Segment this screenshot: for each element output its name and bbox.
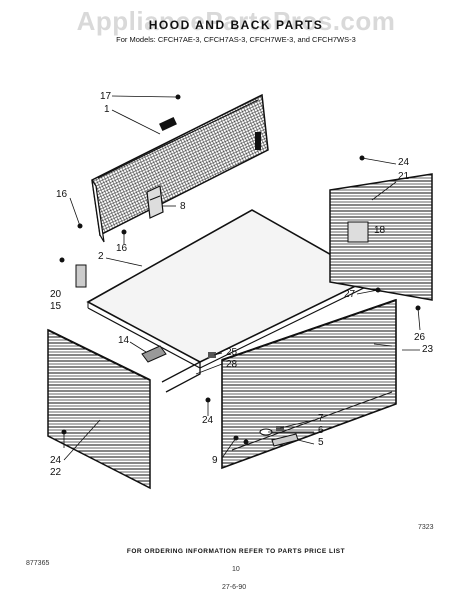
diagram-title: HOOD AND BACK PARTS	[148, 18, 324, 32]
callout-25: 25	[226, 347, 238, 358]
part-list-code: 877365	[26, 560, 50, 567]
callout-14: 14	[118, 335, 130, 346]
callout-18: 18	[374, 225, 386, 236]
callout-20: 20	[50, 289, 62, 300]
callout-28: 28	[226, 359, 238, 370]
callout-24-upper: 24	[398, 157, 410, 168]
bracket-8	[146, 185, 164, 219]
callout-23: 23	[422, 344, 434, 355]
callout-8: 8	[180, 201, 186, 212]
callout-7: 7	[318, 413, 324, 424]
callout-27: 27	[344, 289, 356, 300]
callout-21: 21	[398, 171, 410, 182]
page-number: 10	[232, 566, 240, 573]
leader-lines	[63, 95, 421, 461]
hood-mesh-panel	[91, 93, 269, 243]
part-25	[208, 352, 216, 358]
callout-26: 26	[414, 332, 426, 343]
left-side-louver	[47, 328, 151, 490]
callout-15: 15	[50, 301, 62, 312]
bracket-20	[75, 264, 87, 288]
callout-22: 22	[50, 467, 62, 478]
part-14	[141, 345, 167, 363]
watermark: AppliancePartsPros.com	[76, 6, 396, 36]
callout-2: 2	[98, 251, 104, 262]
models-line: For Models: CFCH7AE-3, CFCH7AS-3, CFCH7W…	[116, 35, 356, 44]
front-grille	[221, 298, 397, 470]
callout-16-lower: 16	[116, 243, 128, 254]
callout-24-right: 24	[202, 415, 214, 426]
ordering-note: FOR ORDERING INFORMATION REFER TO PARTS …	[126, 548, 346, 555]
bracket-28	[161, 360, 201, 393]
right-side-louver	[329, 173, 433, 301]
drawing-code: 7323	[418, 524, 434, 531]
callout-1: 1	[104, 104, 110, 115]
bottom-mark: 27-6-90	[222, 584, 247, 591]
callout-17: 17	[100, 91, 112, 102]
callout-24-left: 24	[50, 455, 62, 466]
callout-5: 5	[318, 437, 324, 448]
callout-6: 6	[318, 425, 324, 436]
callout-9: 9	[212, 455, 218, 466]
callout-16-left: 16	[56, 189, 68, 200]
